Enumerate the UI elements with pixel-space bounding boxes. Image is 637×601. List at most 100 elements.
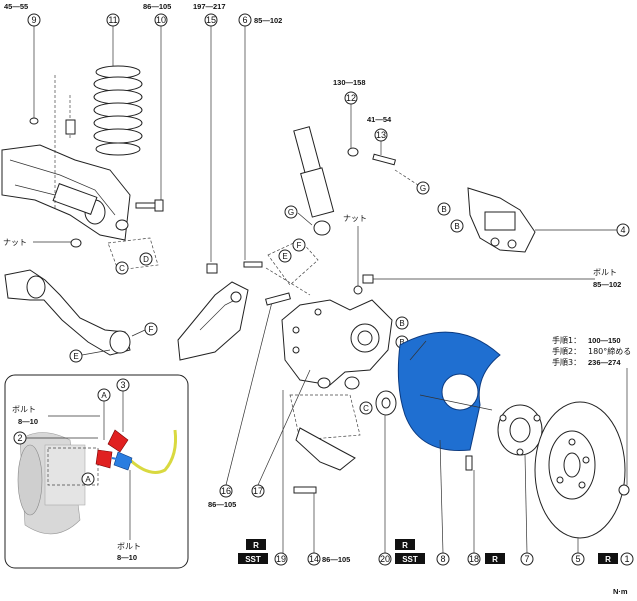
- step-3-value: 236—274: [588, 358, 621, 367]
- number-3: 3: [120, 380, 125, 390]
- svg-text:E: E: [282, 252, 287, 261]
- bolt-6-shape: [243, 261, 263, 268]
- callout-11: 11: [106, 13, 120, 66]
- bolt-10-shape: [135, 202, 157, 209]
- inset-bolt-bottom: ボルト 8—10: [117, 470, 141, 562]
- number-14: 14: [309, 554, 319, 564]
- hub-bearing-shape: [497, 404, 543, 456]
- letter-B-caliper-1: B: [437, 202, 451, 216]
- number-13: 13: [376, 130, 386, 140]
- number-18: 18: [469, 554, 479, 564]
- number-16: 16: [221, 486, 231, 496]
- callout-13: 41—54 13: [367, 115, 397, 166]
- torque-steps: 手順1： 100—150 手順2： 180°締める 手順3： 236—274: [552, 335, 631, 496]
- number-11: 11: [108, 15, 117, 25]
- number-20: 20: [380, 554, 390, 564]
- lower-link-dashed: [289, 394, 361, 471]
- svg-text:R: R: [253, 541, 259, 550]
- circle-9: [27, 13, 41, 27]
- number-6: 6: [242, 15, 247, 25]
- callout-1: R 1: [598, 552, 634, 566]
- tag-R-20: [395, 539, 415, 550]
- coil-spring-shape: [93, 65, 143, 156]
- lateral-link-dashed: [265, 239, 319, 296]
- letter-E-center: E: [278, 249, 292, 263]
- step-1-label: 手順1：: [552, 335, 581, 345]
- number-12: 12: [346, 93, 356, 103]
- torque-label-15: 197—217: [193, 2, 226, 11]
- nut-12-shape: [347, 147, 359, 157]
- inset-letter-A-top: A: [97, 388, 111, 440]
- knuckle-shape: [281, 299, 393, 390]
- number-19: 19: [276, 554, 286, 564]
- number-17: 17: [253, 486, 263, 496]
- svg-text:B: B: [399, 319, 404, 328]
- letter-C-knuckle: C: [359, 401, 373, 415]
- svg-text:G: G: [288, 208, 294, 217]
- svg-text:R: R: [605, 555, 611, 564]
- tag-R-1: [598, 553, 618, 564]
- callout-4: 4: [535, 223, 630, 237]
- bolt-15-shape: [206, 263, 218, 274]
- number-7: 7: [524, 554, 529, 564]
- inset-bolt-top: ボルト 8—10: [12, 405, 100, 426]
- svg-text:C: C: [119, 264, 125, 273]
- inset-bolt-torque-top: 8—10: [18, 417, 38, 426]
- svg-text:B: B: [399, 338, 404, 347]
- torque-label-16: 86—105: [208, 500, 236, 509]
- svg-text:D: D: [143, 255, 149, 264]
- nut-label-center-text: ナット: [343, 214, 367, 223]
- letter-B-knuckle-1: B: [395, 316, 409, 330]
- nut-label-text: ナット: [3, 238, 27, 247]
- callout-18: 18 R: [465, 455, 505, 566]
- letter-F-left: F: [131, 322, 158, 337]
- torque-label-9: 45—55: [4, 2, 28, 11]
- bolt-16-shape: [265, 292, 291, 306]
- inset-bolt-torque-bottom: 8—10: [117, 553, 137, 562]
- step-2-label: 手順2：: [552, 346, 581, 356]
- bolt-13-shape: [372, 153, 397, 166]
- shock-absorber-shape: [293, 126, 335, 236]
- dust-shield-shape: [397, 331, 501, 452]
- letter-D-shield: [409, 340, 427, 361]
- torque-label-14: 86—105: [322, 555, 350, 564]
- letter-F-center: F: [292, 238, 306, 252]
- number-1: 1: [624, 554, 629, 564]
- torque-label-12: 130—158: [333, 78, 366, 87]
- tag-R-18: [485, 553, 505, 564]
- callout-19: R SST 19: [238, 390, 288, 566]
- nut-shape: [70, 238, 82, 248]
- letter-G-top: G: [394, 169, 430, 195]
- callout-7: 7: [520, 454, 534, 566]
- bolt-right-shape: [362, 274, 374, 284]
- lower-arm-shape: [4, 269, 131, 356]
- callout-9: 45—55 9: [4, 2, 41, 125]
- inset-callout-3: 3: [116, 378, 130, 432]
- svg-text:B: B: [454, 222, 459, 231]
- bushing-shape: [375, 390, 397, 416]
- number-2: 2: [17, 433, 22, 443]
- number-9: 9: [31, 15, 36, 25]
- callout-15: 197—217 15: [193, 2, 226, 274]
- hub-nut-shape: [618, 484, 630, 496]
- svg-text:C: C: [363, 404, 369, 413]
- letter-G-shock: G: [284, 205, 313, 226]
- tag-SST-19: [238, 553, 268, 564]
- step-2-value: 180°締める: [588, 346, 631, 356]
- torque-label-13: 41—54: [367, 115, 392, 124]
- svg-text:R: R: [402, 541, 408, 550]
- tag-R-19: [246, 539, 266, 550]
- callout-10: 86—105 10: [135, 2, 171, 212]
- number-5: 5: [575, 554, 580, 564]
- svg-text:F: F: [149, 325, 154, 334]
- torque-label-10: 86—105: [143, 2, 171, 11]
- letter-B-caliper-2: B: [450, 219, 464, 233]
- svg-text:G: G: [420, 184, 426, 193]
- letter-D-left: D: [139, 252, 153, 266]
- svg-text:A: A: [85, 475, 91, 484]
- callout-12: 130—158 12: [333, 78, 366, 157]
- bolt-torque-text: 85—102: [593, 280, 621, 289]
- number-15: 15: [206, 15, 216, 25]
- svg-text:F: F: [297, 241, 302, 250]
- bolt-14-shape: [293, 486, 317, 494]
